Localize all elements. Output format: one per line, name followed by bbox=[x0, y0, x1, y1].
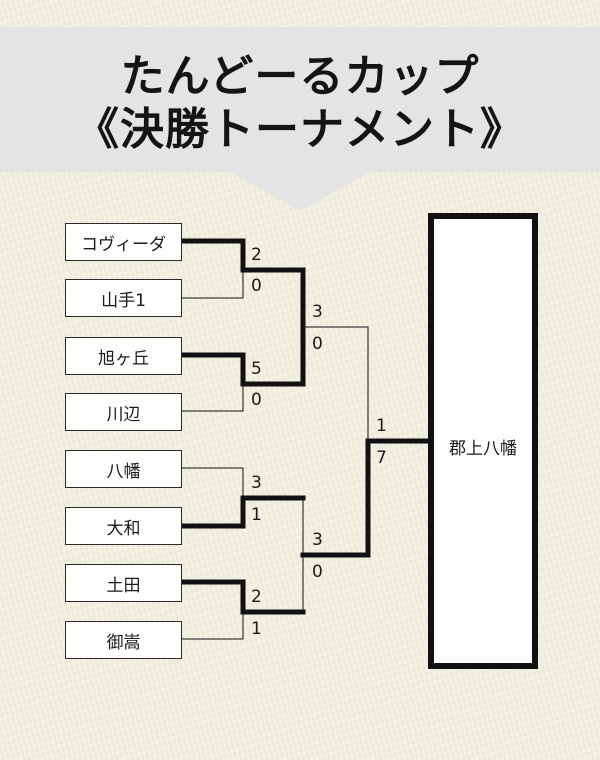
team-box-asahigaoka: 旭ヶ丘 bbox=[65, 337, 182, 375]
team-box-yamato: 大和 bbox=[65, 507, 182, 545]
score-r1-m3-top: 3 bbox=[251, 473, 262, 493]
score-final-bottom: 7 bbox=[376, 448, 387, 468]
score-final-top: 1 bbox=[376, 416, 387, 436]
team-box-kawabe: 川辺 bbox=[65, 393, 182, 431]
tournament-title: たんどーるカップ bbox=[120, 51, 480, 102]
score-sf1-top: 3 bbox=[312, 302, 323, 322]
header-banner bbox=[0, 27, 600, 211]
score-r1-m1-top: 2 bbox=[251, 245, 262, 265]
score-sf2-top: 3 bbox=[312, 530, 323, 550]
team-box-tsuchida: 土田 bbox=[65, 564, 182, 602]
score-r1-m2-bottom: 0 bbox=[251, 390, 262, 410]
champion-box: 郡上八幡 bbox=[428, 213, 538, 669]
score-r1-m1-bottom: 0 bbox=[251, 276, 262, 296]
team-box-hachiman: 八幡 bbox=[65, 450, 182, 488]
team-box-mitake: 御嵩 bbox=[65, 621, 182, 659]
tournament-subtitle: 《決勝トーナメント》 bbox=[75, 104, 525, 155]
score-sf2-bottom: 0 bbox=[312, 562, 323, 582]
team-box-koviida: コヴィーダ bbox=[65, 223, 182, 261]
score-r1-m3-bottom: 1 bbox=[251, 505, 262, 525]
score-r1-m4-bottom: 1 bbox=[251, 619, 262, 639]
team-box-yamate1: 山手1 bbox=[65, 279, 182, 317]
score-sf1-bottom: 0 bbox=[312, 334, 323, 354]
score-r1-m2-top: 5 bbox=[251, 359, 262, 379]
champion-name: 郡上八幡 bbox=[449, 439, 517, 459]
score-r1-m4-top: 2 bbox=[251, 587, 262, 607]
